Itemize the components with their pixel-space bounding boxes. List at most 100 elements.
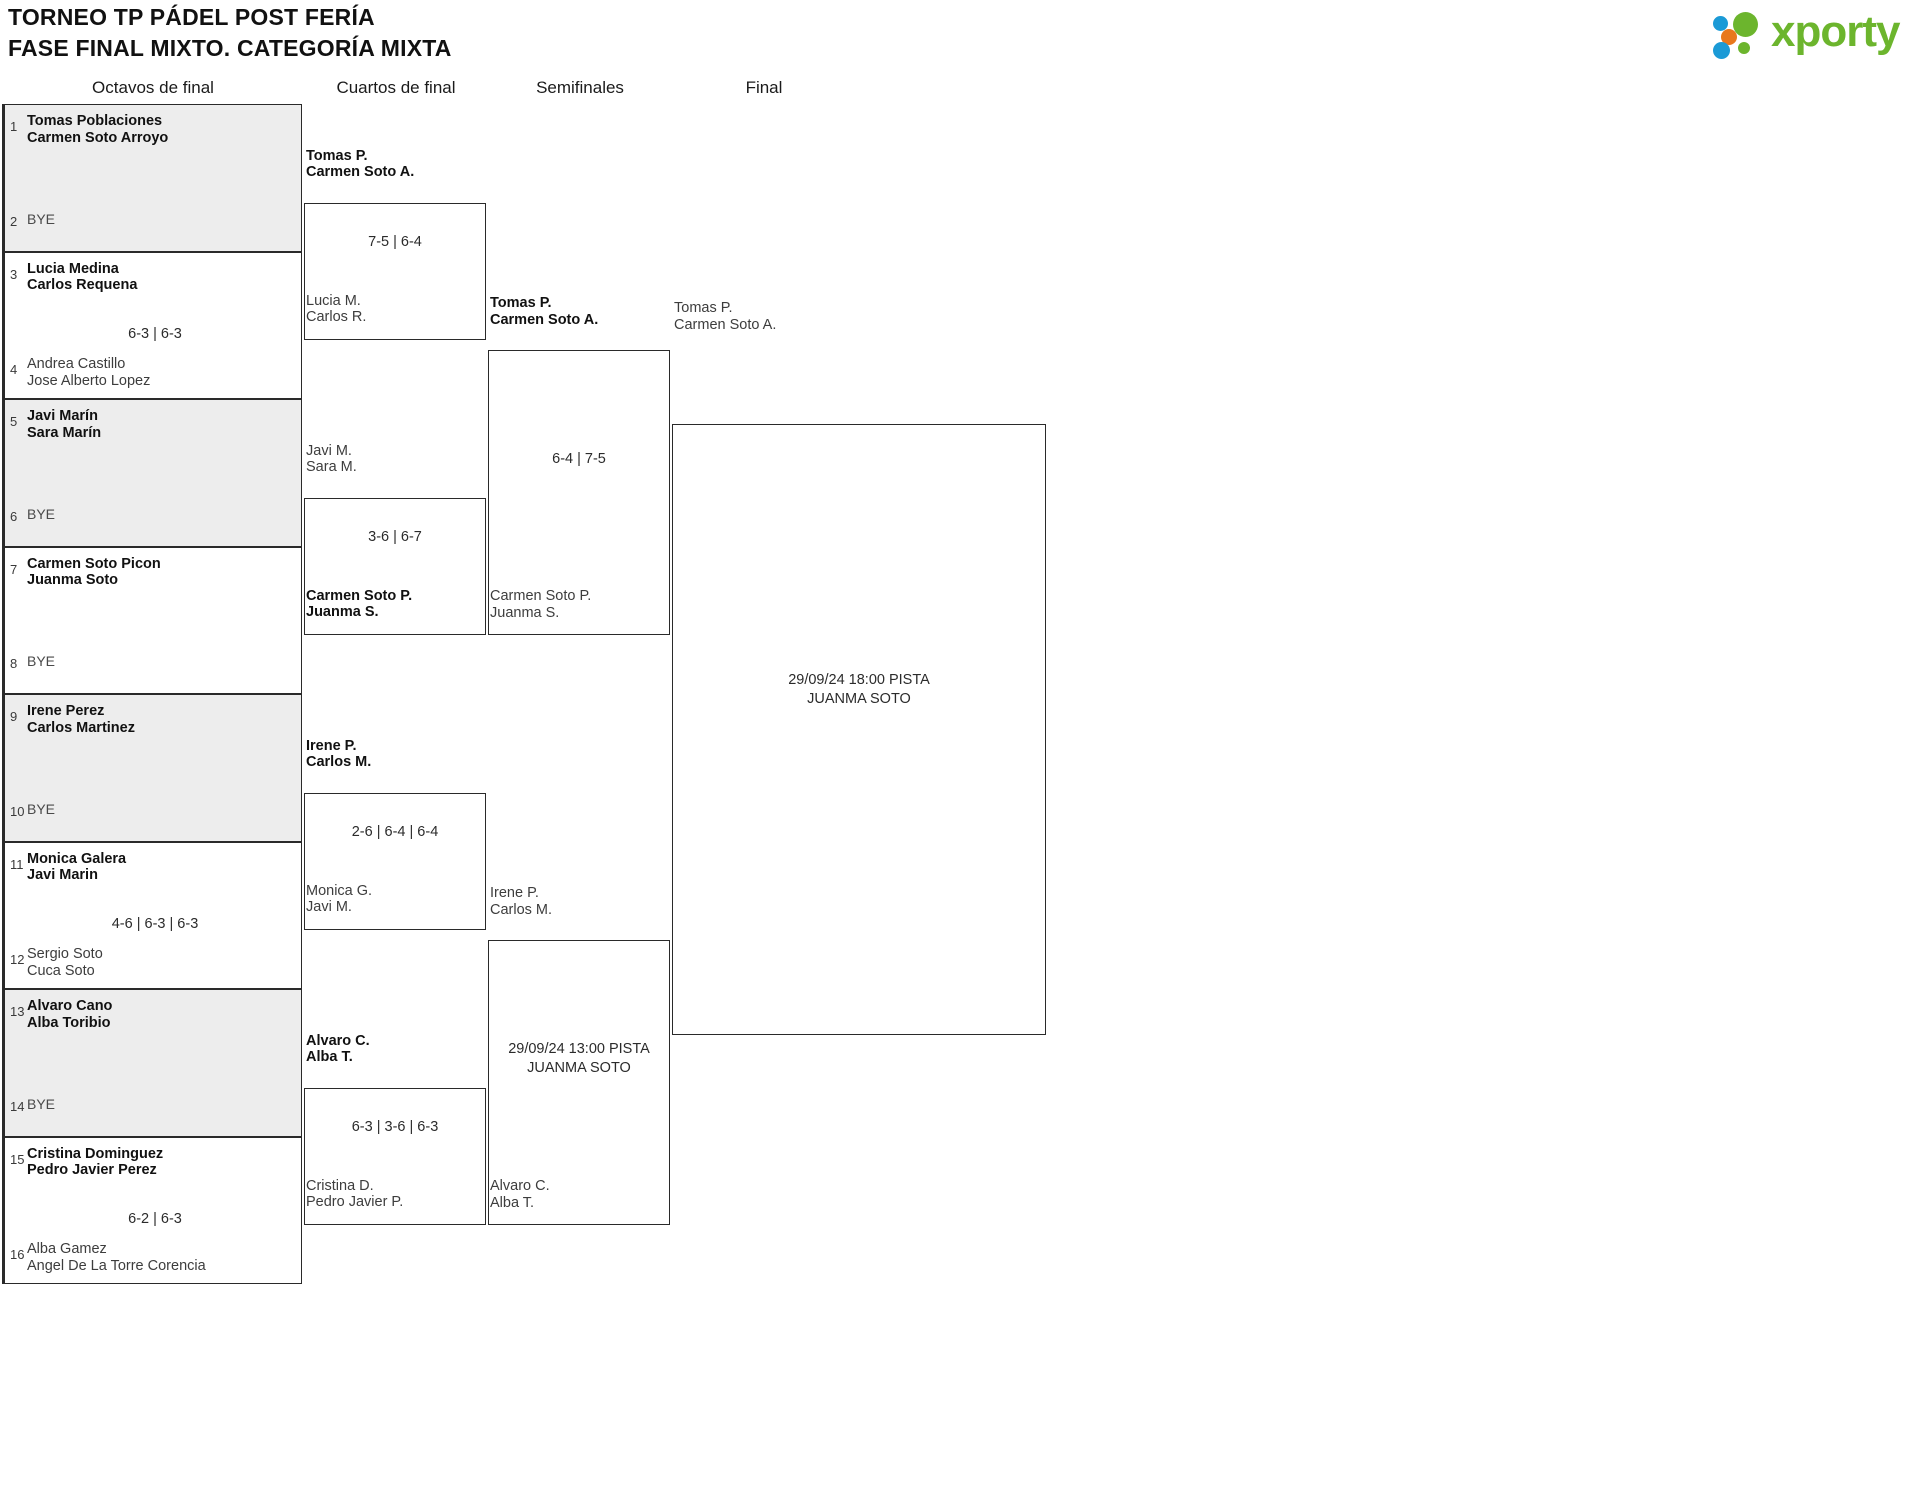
team-line-1: Tomas Poblaciones (27, 113, 163, 129)
team-line-2: Sara M. (306, 459, 357, 475)
team-line-1: BYE (27, 210, 56, 227)
team-line-2: Carmen Soto A. (306, 164, 415, 180)
team-line-2: Sara Marín (27, 424, 102, 441)
round-header-cuartos: Cuartos de final (336, 78, 456, 97)
match-score: 3-6 | 6-7 (368, 528, 422, 545)
team-line-2: Pedro Javier Perez (27, 1162, 157, 1178)
team-line-2: Carlos Martinez (27, 719, 135, 736)
team-line-2: Carmen Soto A. (674, 316, 777, 333)
team-line-1: BYE (27, 653, 56, 669)
logo-wordmark: xporty (1771, 7, 1900, 56)
match-score: 6-4 | 7-5 (552, 451, 606, 467)
team-line-1: Cristina Dominguez (27, 1145, 164, 1162)
team-name-bottom: BYE (27, 506, 55, 523)
match-score: 2-6 | 6-4 | 6-4 (351, 823, 439, 840)
team-line-2: Cuca Soto (27, 962, 95, 979)
final-match-info: 29/09/24 18:00 PISTA JUANMA SOTO (672, 671, 1046, 709)
team-line-1: Irene P. (306, 737, 357, 754)
team-line-2: Carmen Soto A. (490, 311, 599, 328)
match-score: 7-5 | 6-4 (368, 233, 422, 250)
team-line-1: Monica G. (306, 882, 373, 899)
team-line-1: Alvaro C. (490, 1178, 550, 1194)
team-line-1: Lucia M. (306, 292, 361, 309)
team-line-1: Carmen Soto P. (490, 588, 592, 604)
match-score: 6-3 | 3-6 | 6-3 (351, 1118, 439, 1135)
team-line-1: Lucia Medina (27, 260, 119, 277)
xporty-logo: xporty (1713, 6, 1913, 62)
team-line-2: Juanma S. (490, 604, 560, 621)
team-line-1: Alvaro C. (306, 1032, 370, 1049)
match-score: 6-3 | 6-3 (128, 325, 182, 342)
team-line-2: Alba T. (490, 1194, 535, 1211)
team-line-2: Jose Alberto Lopez (27, 372, 151, 389)
team-line-1: Sergio Soto (27, 946, 103, 962)
advancing-team-bottom: Carmen Soto P.Juanma S. (490, 588, 591, 621)
team-line-1: Alvaro Cano (27, 998, 113, 1014)
advancing-team-top: Tomas P.Carmen Soto A. (306, 148, 414, 181)
seed-number: 14 (10, 1098, 25, 1114)
match-info-line-2: JUANMA SOTO (527, 1060, 631, 1076)
team-line-1: BYE (27, 505, 56, 522)
team-line-1: Irene Perez (27, 703, 105, 719)
seed-number: 6 (10, 508, 18, 524)
team-line-2: Juanma Soto (27, 572, 119, 588)
team-line-1: Carmen Soto Picon (27, 555, 161, 572)
final-info-line-1: 29/09/24 18:00 PISTA (788, 672, 930, 688)
advancing-team-top: Tomas P.Carmen Soto A. (490, 295, 598, 328)
page-title: TORNEO TP PÁDEL POST FERÍA FASE FINAL MI… (8, 2, 908, 64)
connector-box (488, 350, 670, 635)
team-line-2: Angel De La Torre Corencia (27, 1257, 206, 1274)
team-line-1: Alba Gamez (27, 1241, 107, 1257)
team-name-bottom: BYE (27, 801, 55, 818)
connector-box (304, 497, 486, 635)
team-line-1: Cristina D. (306, 1177, 374, 1194)
team-line-1: Tomas P. (490, 295, 552, 311)
team-line-2: Alba T. (306, 1049, 353, 1065)
team-line-1: Carmen Soto P. (306, 587, 413, 604)
team-line-2: Juanma S. (306, 604, 379, 620)
team-line-2: Alba Toribio (27, 1014, 111, 1031)
advancing-team-top: Irene P.Carlos M. (306, 738, 371, 771)
connector-box (488, 940, 670, 1225)
final-info-line-2: JUANMA SOTO (807, 691, 911, 707)
seed-number: 12 (10, 952, 25, 967)
team-line-1: Irene P. (490, 885, 539, 901)
seed-number: 9 (10, 709, 18, 724)
title-line-1: TORNEO TP PÁDEL POST FERÍA (8, 4, 375, 30)
logo-dots-icon (1713, 12, 1773, 59)
advancing-team-top: Javi M.Sara M. (306, 443, 357, 476)
team-line-1: Tomas P. (306, 147, 368, 164)
seed-number: 15 (10, 1151, 25, 1167)
team-name-bottom: BYE (27, 1096, 55, 1113)
advancing-team-bottom: Cristina D.Pedro Javier P. (306, 1178, 403, 1211)
team-name-bottom: BYE (27, 653, 55, 670)
team-line-2: Carlos R. (306, 309, 367, 325)
team-line-1: Javi Marín (27, 408, 98, 424)
advancing-team-final: Tomas P.Carmen Soto A. (674, 300, 776, 333)
round-header-octavos: Octavos de final (92, 78, 214, 97)
team-line-2: Carlos M. (306, 754, 372, 770)
advancing-team-bottom: Carmen Soto P.Juanma S. (306, 588, 412, 621)
seed-number: 3 (10, 266, 18, 282)
team-line-1: BYE (27, 1095, 56, 1112)
team-line-1: Monica Galera (27, 850, 127, 867)
title-line-2: FASE FINAL MIXTO. CATEGORÍA MIXTA (8, 35, 452, 61)
team-line-1: BYE (27, 800, 56, 817)
